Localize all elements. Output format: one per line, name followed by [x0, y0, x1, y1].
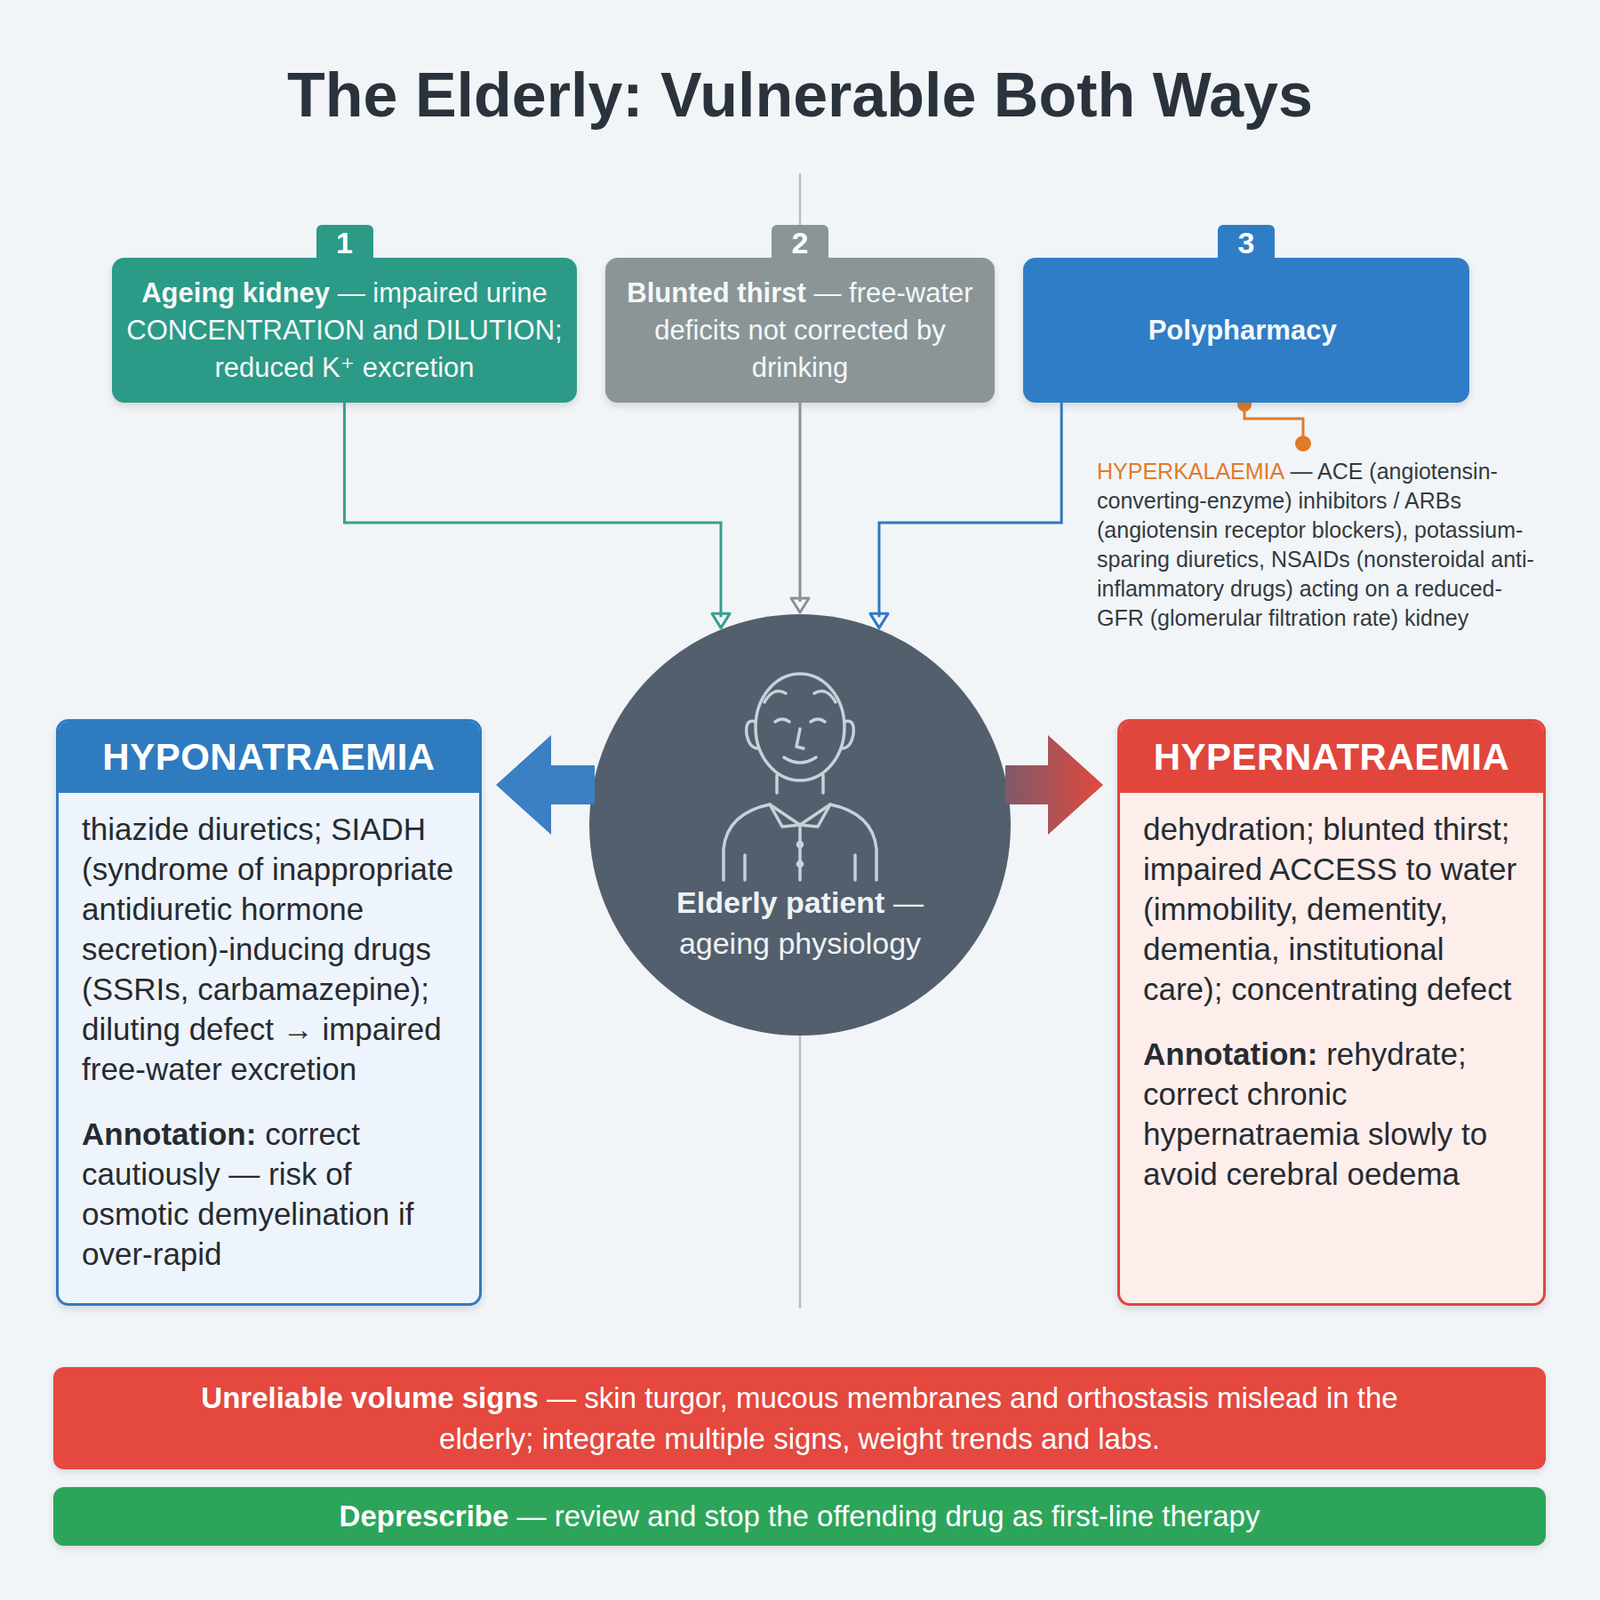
connector-arrow — [791, 402, 809, 613]
arrow-head — [870, 613, 888, 628]
arrow-head — [791, 598, 809, 613]
panel-header: HYPERNATRAEMIA — [1120, 721, 1544, 793]
block-arrow — [496, 735, 595, 835]
annotation-heading: Annotation: — [81, 1116, 256, 1152]
box-text-line: Ageing kidney— impaired urine CONCENTRAT… — [124, 274, 565, 387]
callout-number: 2 — [771, 224, 829, 259]
box-heading: Polypharmacy — [1148, 314, 1337, 346]
arrow-head — [712, 613, 730, 628]
connector-line — [799, 402, 802, 602]
annotation-heading: Annotation: — [1143, 1036, 1318, 1072]
factor-box: 3Polypharmacy — [1023, 257, 1470, 403]
connector-arrow — [344, 402, 731, 628]
guide-line — [799, 1031, 802, 1309]
band-text: Deprescribe— review and stop the offendi… — [151, 1496, 1449, 1537]
elderly-person-icon — [723, 673, 877, 880]
band-body: — review and stop the offending drug as … — [517, 1499, 1261, 1533]
panel-annotation: Annotation:correct cautiously — risk of … — [58, 1088, 480, 1274]
connector-arrow — [496, 735, 595, 835]
leader-line — [1244, 402, 1304, 442]
callout-number: 3 — [1217, 224, 1275, 259]
panel-annotation: Annotation:rehydrate; correct chronic hy… — [1120, 1008, 1544, 1194]
circle-text: Elderly patient— ageing physiology — [648, 881, 952, 964]
leader-dot — [1295, 435, 1312, 452]
box-heading: Blunted thirst — [626, 277, 807, 309]
box-text: Blunted thirst— free-water deficits not … — [617, 257, 983, 403]
box-heading: Ageing kidney — [141, 277, 330, 309]
panel-body: thiazide diuretics; SIADH (syndrome of i… — [58, 792, 480, 1089]
factor-box: 2Blunted thirst— free-water deficits not… — [605, 257, 995, 403]
factor-box: 1Ageing kidney— impaired urine CONCENTRA… — [112, 257, 577, 403]
box-text-line: Polypharmacy — [1148, 312, 1345, 350]
panel-header: HYPONATRAEMIA — [58, 721, 480, 793]
circle-shape — [589, 614, 1011, 1036]
annotation-keyword: HYPERKALAEMIA — [1096, 458, 1285, 484]
band-text: Unreliable volume signs— skin turgor, mu… — [151, 1377, 1449, 1460]
block-arrow — [1005, 735, 1104, 835]
connector-arrow — [870, 402, 1062, 628]
diagram-title: The Elderly: Vulnerable Both Ways — [0, 55, 1600, 136]
circle-outline — [587, 612, 1013, 1038]
band-heading: Unreliable volume signs — [200, 1381, 539, 1415]
box-text: Polypharmacy — [1035, 257, 1457, 403]
connector-arrow — [1005, 735, 1104, 835]
band-body: — skin turgor, mucous membranes and orth… — [439, 1381, 1399, 1456]
condition-panel: HYPONATRAEMIAthiazide diuretics; SIADH (… — [56, 719, 482, 1306]
connector-line — [344, 402, 722, 617]
band-heading: Deprescribe — [339, 1499, 510, 1533]
circle-heading: Elderly patient — [676, 885, 885, 920]
patient-circle: Elderly patient— ageing physiology — [587, 612, 1013, 1038]
connector-line — [879, 402, 1062, 617]
box-text-line: Blunted thirst— free-water deficits not … — [617, 274, 983, 387]
box-text: Ageing kidney— impaired urine CONCENTRAT… — [124, 257, 565, 403]
panel-body: dehydration; blunted thirst; impaired AC… — [1120, 792, 1544, 1009]
condition-panel: HYPERNATRAEMIAdehydration; blunted thirs… — [1117, 719, 1546, 1306]
callout-number: 1 — [316, 224, 374, 259]
note-band: Deprescribe— review and stop the offendi… — [53, 1487, 1546, 1546]
guide-line — [799, 173, 802, 225]
annotation-text: — ACE (angiotensin-converting-enzyme) in… — [1096, 458, 1535, 631]
drug-annotation: HYPERKALAEMIA— ACE (angiotensin-converti… — [1096, 456, 1542, 633]
note-band: Unreliable volume signs— skin turgor, mu… — [53, 1367, 1546, 1470]
